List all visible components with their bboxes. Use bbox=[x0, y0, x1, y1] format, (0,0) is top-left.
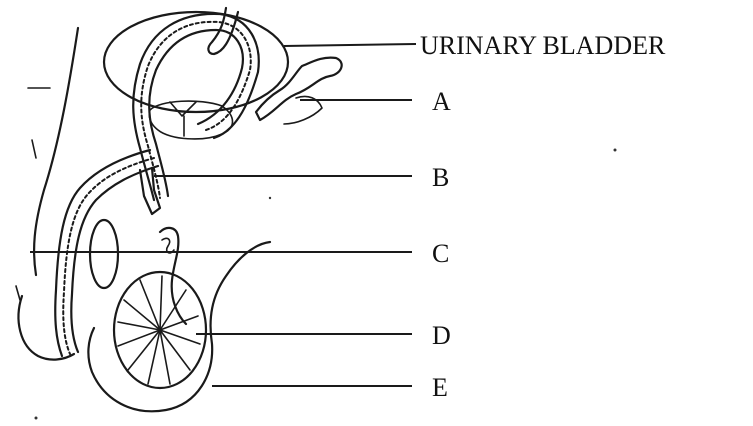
ejaculatory-duct bbox=[140, 168, 160, 214]
urethra-dots bbox=[63, 158, 154, 354]
small-oval-structure bbox=[90, 220, 118, 288]
scan-speck bbox=[35, 417, 38, 420]
seminiferous-tubules bbox=[118, 276, 200, 384]
vas-deferens-dots bbox=[141, 22, 251, 198]
label-urinary-bladder: URINARY BLADDER bbox=[420, 31, 666, 60]
scan-speck bbox=[269, 197, 271, 199]
label-d: D bbox=[432, 321, 451, 350]
penis-outline bbox=[19, 296, 74, 360]
label-e: E bbox=[432, 373, 448, 402]
seminal-vesicle bbox=[256, 58, 342, 120]
label-a: A bbox=[432, 87, 451, 116]
epididymis-coil bbox=[162, 238, 174, 253]
scan-speck bbox=[614, 149, 617, 152]
urinary-bladder bbox=[104, 12, 288, 112]
leader-bladder bbox=[284, 44, 416, 46]
label-c: C bbox=[432, 239, 449, 268]
side-mark bbox=[32, 140, 36, 158]
body-outline bbox=[34, 28, 78, 275]
penis-tip-mark bbox=[16, 286, 20, 300]
label-b: B bbox=[432, 163, 449, 192]
gland-detail bbox=[170, 102, 196, 136]
